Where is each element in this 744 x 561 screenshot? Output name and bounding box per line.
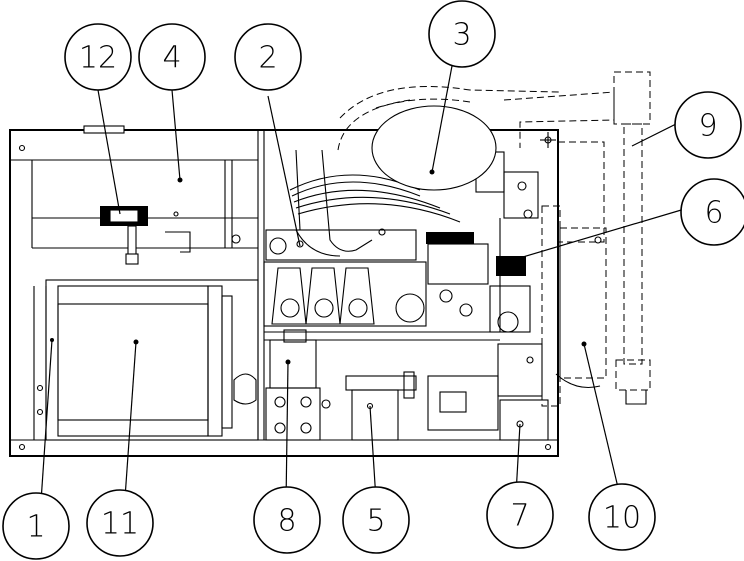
callout-4: 4 [138,23,206,91]
callout-6-label: 6 [704,196,723,231]
injection-pump [289,151,539,333]
callout-4-label: 4 [162,41,181,76]
callout-2: 2 [234,23,302,91]
engine-block [263,228,500,441]
callout-2-label: 2 [258,41,277,76]
callout-1: 1 [2,492,70,560]
starter-assembly [427,343,549,441]
callout-5: 5 [342,486,410,554]
air-cleaner [295,86,561,257]
exhaust-system [503,71,651,407]
callout-12: 12 [64,23,132,91]
leader-lines [39,65,689,517]
callout-9-label: 9 [698,109,717,144]
callout-8: 8 [253,486,321,554]
callout-3-label: 3 [452,18,471,53]
callout-8-label: 8 [277,504,296,539]
callout-9: 9 [674,91,742,159]
callout-7: 7 [486,481,554,549]
oil-filter [269,329,317,389]
callout-11: 11 [86,489,154,557]
callout-10-label: 10 [603,501,641,536]
callout-12-label: 12 [79,41,117,76]
callout-11-label: 11 [101,507,139,542]
callout-1-label: 1 [26,510,45,545]
callout-6: 6 [680,178,744,246]
callout-10: 10 [588,483,656,551]
alternator [33,279,259,441]
callout-5-label: 5 [366,504,385,539]
regulator-and-control-box [31,160,258,265]
callout-3: 3 [428,0,496,68]
callout-7-label: 7 [510,499,529,534]
frame [9,125,559,457]
fuel-filter [321,371,417,441]
